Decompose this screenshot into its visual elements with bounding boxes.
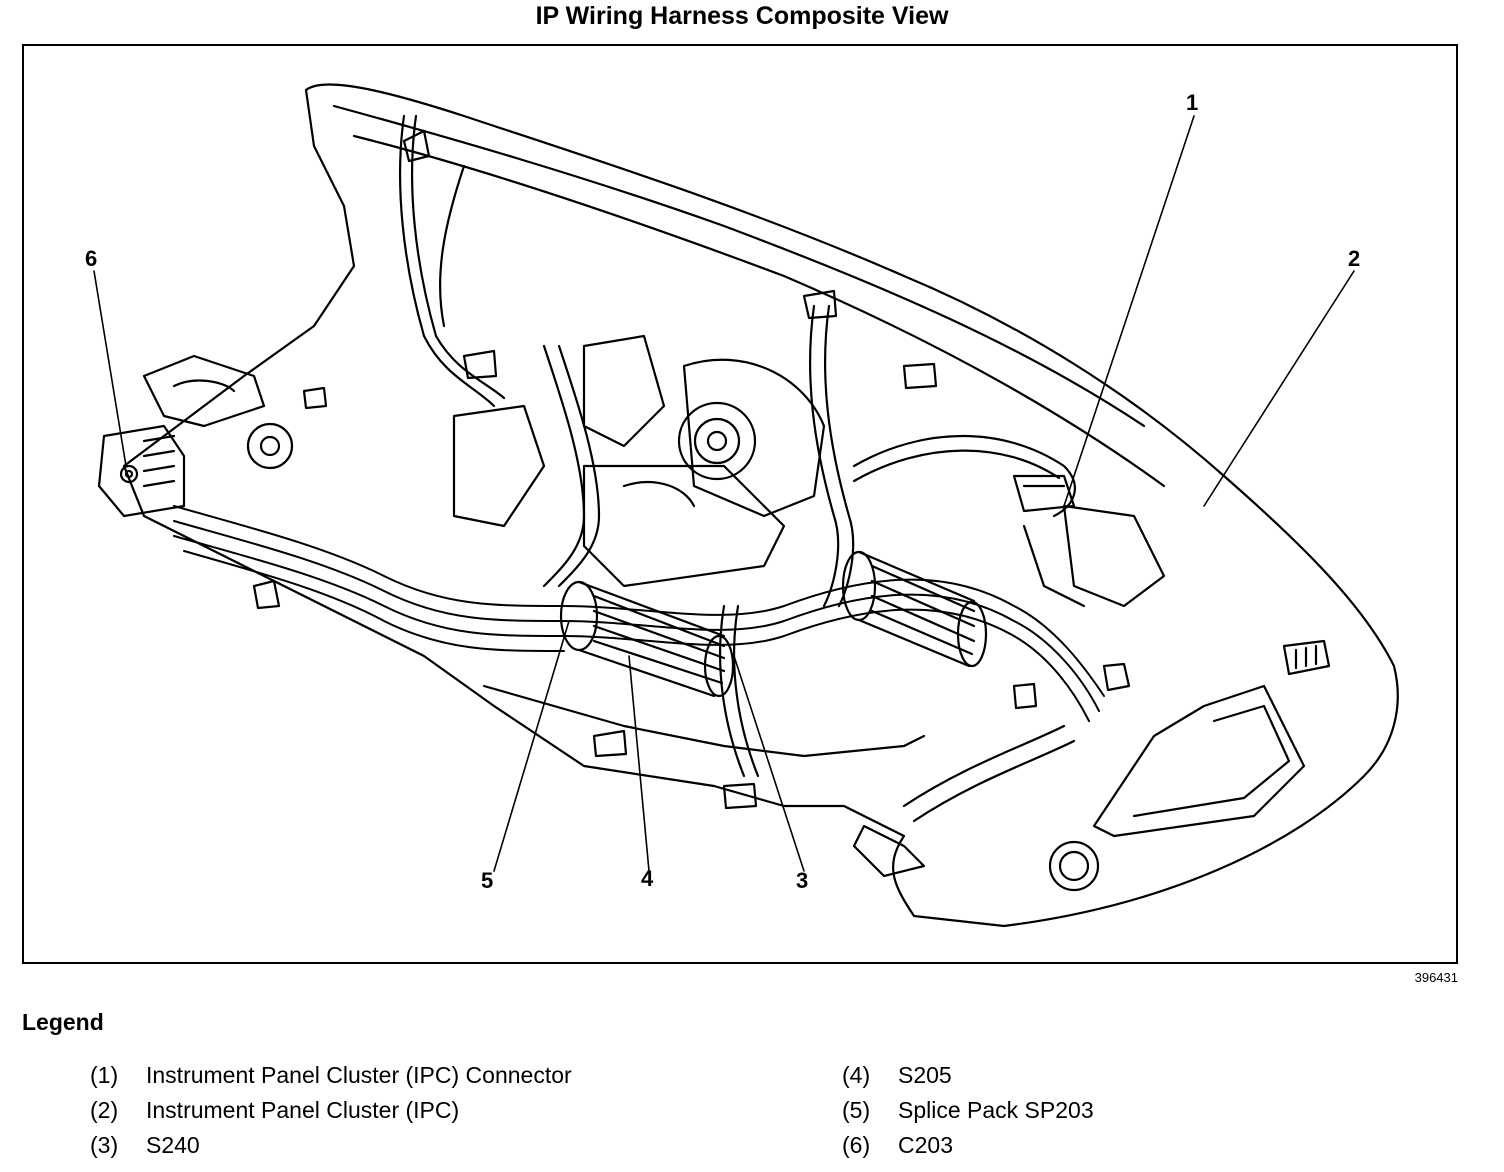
figure-id: 396431 <box>1414 970 1458 985</box>
left-round-vent <box>246 422 294 470</box>
diagram-title: IP Wiring Harness Composite View <box>535 2 949 30</box>
wiring-harness-illustration: 1 2 3 4 5 6 <box>85 83 1399 928</box>
legend-number: (1) <box>90 1062 119 1088</box>
callout-1: 1 <box>1186 90 1198 115</box>
c203-connector <box>97 424 186 518</box>
legend-left-column: (1) Instrument Panel Cluster (IPC) Connec… <box>90 1058 572 1163</box>
legend-item: (6) C203 <box>842 1128 1094 1163</box>
legend-item: (1) Instrument Panel Cluster (IPC) Connec… <box>90 1058 572 1093</box>
leader-lines <box>93 115 1355 872</box>
callout-2: 2 <box>1348 246 1360 271</box>
legend-number: (6) <box>842 1132 871 1158</box>
legend-text: S240 <box>146 1132 200 1158</box>
callout-4: 4 <box>641 866 654 891</box>
legend-text: Instrument Panel Cluster (IPC) Connector <box>146 1062 572 1088</box>
right-round-vent <box>1048 840 1100 892</box>
legend-text: Instrument Panel Cluster (IPC) <box>146 1097 460 1123</box>
legend-number: (3) <box>90 1132 119 1158</box>
right-vent-grille <box>1282 639 1331 676</box>
center-round-vent <box>677 401 757 481</box>
legend-text: C203 <box>898 1132 953 1158</box>
legend-number: (2) <box>90 1097 119 1123</box>
splice-pack-cylinder <box>559 580 735 698</box>
callout-5: 5 <box>481 868 493 893</box>
callout-6: 6 <box>85 246 97 271</box>
callout-3: 3 <box>796 868 808 893</box>
legend-text: Splice Pack SP203 <box>898 1097 1094 1123</box>
legend-number: (4) <box>842 1062 871 1088</box>
legend-item: (5) Splice Pack SP203 <box>842 1093 1094 1128</box>
legend-heading: Legend <box>22 1009 104 1035</box>
right-harness-cylinder <box>841 550 988 668</box>
legend-right-column: (4) S205 (5) Splice Pack SP203 (6) C203 <box>842 1058 1094 1163</box>
diagram-frame: 1 2 3 4 5 6 <box>22 44 1458 964</box>
legend-item: (3) S240 <box>90 1128 572 1163</box>
ipc-connector <box>1012 474 1076 513</box>
legend-number: (5) <box>842 1097 871 1123</box>
instrument-panel-outline <box>122 83 1399 928</box>
legend-item: (4) S205 <box>842 1058 1094 1093</box>
legend-text: S205 <box>898 1062 952 1088</box>
legend-item: (2) Instrument Panel Cluster (IPC) <box>90 1093 572 1128</box>
